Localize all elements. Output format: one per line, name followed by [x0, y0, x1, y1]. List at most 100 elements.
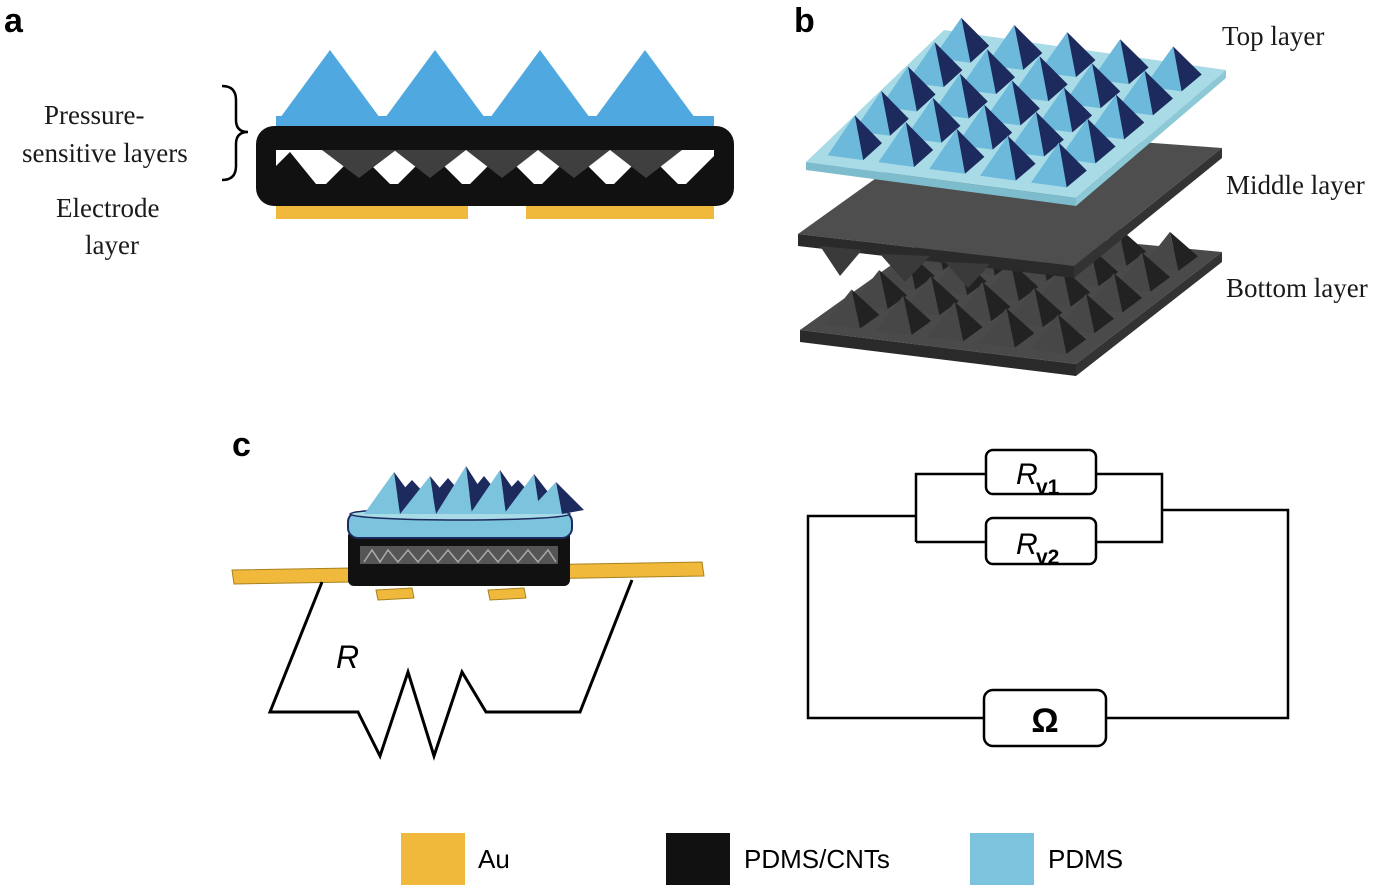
- pdms-pyramid-3: [490, 50, 590, 118]
- electrode-label-line1: Electrode: [56, 193, 159, 223]
- top-tooth-2: [394, 150, 466, 178]
- top-pyramid-14-right: [1064, 87, 1093, 133]
- top-pyramid-2-right: [1014, 24, 1043, 70]
- electrode-left: [276, 206, 468, 219]
- middle-plate-front: [798, 234, 1074, 278]
- pdms-pyramid-2: [385, 50, 485, 118]
- bottom-pyramid-16-right: [879, 270, 908, 310]
- middle-underside-pyramid-3: [945, 262, 990, 288]
- top-tooth-1: [322, 150, 396, 178]
- bottom-pyramid-18-right: [982, 282, 1011, 322]
- gold-pad-left: [375, 587, 415, 601]
- top-pyramid-18-right: [984, 104, 1013, 150]
- top-pyramid-13-right: [1012, 80, 1040, 126]
- ohmmeter: Ω: [982, 688, 1108, 748]
- top-pyramid-3-right: [1067, 32, 1096, 78]
- disk-pyramid-5-front: [504, 474, 540, 514]
- top-pyramid-23-right: [956, 128, 985, 174]
- top-pyramid-24-right: [1007, 135, 1036, 181]
- resistor-label: R: [336, 639, 359, 675]
- legend-swatch-pdms-cnts: [666, 833, 730, 885]
- top-pyramid-21-front: [827, 115, 864, 161]
- legend-label-au: Au: [478, 844, 510, 874]
- top-plate-side: [1076, 70, 1226, 206]
- top-pyramid-24-front: [980, 135, 1016, 181]
- rv2-box: [984, 516, 1098, 566]
- bottom-pyramid-24-front: [978, 308, 1015, 348]
- top-pyramid-16-right: [881, 90, 909, 136]
- branch-left-connector: [914, 472, 986, 542]
- legend-label-pdms: PDMS: [1048, 844, 1123, 874]
- bottom-tooth-6: [686, 156, 714, 184]
- top-pyramid-23-front: [929, 128, 965, 174]
- top-pyramid-20-front: [1059, 118, 1096, 164]
- top-pyramid-5-right: [1173, 46, 1202, 92]
- disk-pyramid-6-front: [526, 482, 562, 514]
- top-pdms-film: [276, 116, 714, 128]
- top-pyramid-25-right: [1058, 142, 1087, 188]
- top-tooth-3: [466, 150, 538, 178]
- resistor-rv1: R v1: [984, 448, 1098, 499]
- panel-a-pressure-sensitive-box: [256, 126, 734, 206]
- middle-plate-side: [1074, 148, 1222, 278]
- pressure-layers-bracket: [221, 84, 249, 182]
- top-pyramid-21-right: [854, 115, 882, 161]
- resistor-circuit-wire: [267, 579, 634, 761]
- top-pyramid-7-right: [987, 49, 1016, 95]
- panel-a: a: [4, 2, 734, 260]
- top-pyramid-10-right: [1144, 70, 1173, 116]
- legend: Au PDMS/CNTs PDMS: [401, 833, 1123, 885]
- bottom-pyramid-10-right: [1142, 252, 1171, 292]
- legend-swatch-pdms: [970, 833, 1034, 885]
- bottom-pyramid-22-right: [903, 295, 932, 335]
- pressure-label-line2: sensitive layers: [22, 138, 188, 168]
- top-pyramid-22-right: [905, 122, 934, 167]
- bottom-pyramid-17-right: [930, 276, 959, 316]
- top-tooth-5: [610, 150, 682, 178]
- top-layer-label: Top layer: [1222, 21, 1324, 51]
- bottom-pyramid-15-right: [1114, 273, 1143, 313]
- panel-b-letter: b: [794, 2, 815, 40]
- ohmmeter-box: [982, 688, 1108, 748]
- top-pyramid-11-right: [908, 66, 936, 112]
- bottom-plate-front: [800, 330, 1076, 376]
- top-pyramid-19-right: [1035, 111, 1064, 157]
- top-pyramid-8-right: [1039, 56, 1068, 102]
- bottom-pyramid-23-front: [927, 302, 964, 342]
- bottom-plate-side: [1076, 252, 1222, 376]
- bottom-pyramid-23-right: [954, 302, 983, 342]
- panel-c-letter: c: [232, 426, 251, 464]
- rv2-main-label: R: [1016, 528, 1038, 561]
- rv1-main-label: R: [1016, 458, 1038, 491]
- disk-pyramids: [364, 466, 584, 514]
- top-layer-plate: [806, 17, 1226, 206]
- top-pyramid-1-right: [961, 17, 990, 63]
- rv1-box: [984, 448, 1098, 496]
- pressure-label-line1: Pressure-: [44, 100, 144, 130]
- electrode-label-line2: layer: [85, 230, 139, 260]
- branch-right-connector: [1096, 472, 1164, 544]
- top-pyramid-17-right: [932, 97, 961, 143]
- top-pyramid-25-front: [1031, 142, 1067, 188]
- bottom-pyramid-25-front: [1030, 314, 1067, 354]
- bottom-pyramid-21-right: [851, 289, 880, 329]
- cylinder-inner-microstructure: [363, 548, 557, 564]
- bottom-pyramid-20-right: [1086, 293, 1115, 334]
- bottom-pyramid-24-right: [1006, 308, 1035, 348]
- bottom-pyramid-5-right: [1170, 231, 1199, 271]
- disk-pyramid-3-front: [436, 466, 472, 514]
- circuit-left-wire: [806, 514, 986, 720]
- disk-pyramid-2-front: [400, 476, 436, 514]
- top-pyramid-4-right: [1120, 39, 1149, 85]
- bottom-pyramid-19-right: [1034, 287, 1063, 328]
- panel-b: b Top layer Middle layer Bottom layer: [794, 2, 1368, 376]
- middle-layer-label: Middle layer: [1226, 170, 1365, 200]
- middle-underside-pyramid-1: [820, 246, 862, 276]
- panel-c-device: c R: [231, 426, 705, 761]
- middle-underside-pyramid-2: [880, 254, 930, 282]
- top-tooth-4: [538, 150, 610, 178]
- legend-label-pdms-cnts: PDMS/CNTs: [744, 844, 890, 874]
- gold-pad-right: [487, 587, 527, 601]
- bottom-pyramid-22-front: [875, 295, 912, 335]
